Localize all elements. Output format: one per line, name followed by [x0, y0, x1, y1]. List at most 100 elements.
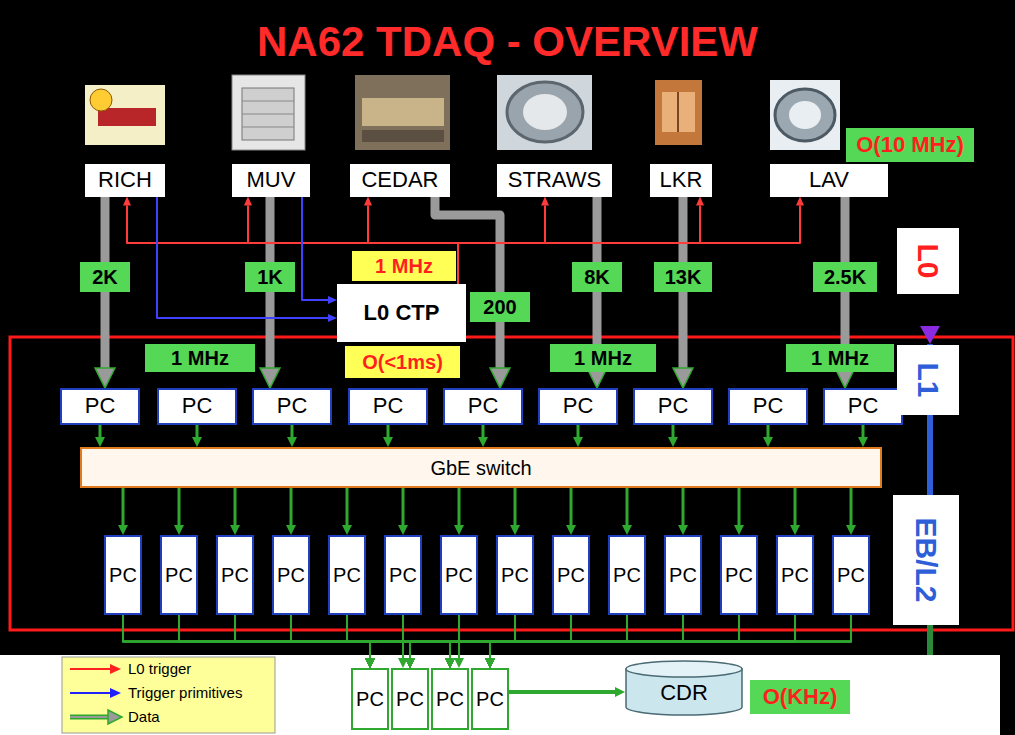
- node-label: PC: [182, 394, 213, 418]
- pc-box: PC: [832, 535, 870, 615]
- data-bus-link: [450, 615, 515, 658]
- rate-badge: 1 MHz: [786, 344, 894, 372]
- data-bus-link: [370, 615, 459, 658]
- region-frame: [10, 337, 1013, 630]
- data-bus-link: [370, 615, 627, 658]
- node-label: PC: [445, 564, 473, 586]
- stage-tag: L1: [897, 345, 959, 415]
- detector-box: CEDAR: [350, 164, 450, 197]
- data-bus-link: [235, 615, 370, 658]
- data-link: [738, 488, 741, 525]
- legend-text: Data: [128, 708, 160, 725]
- label-text: 1 MHz: [375, 255, 433, 278]
- data-bus-link: [410, 615, 627, 658]
- node-label: MUV: [247, 168, 296, 192]
- node-label: PC: [837, 564, 865, 586]
- edge-label: 200: [483, 296, 516, 319]
- node-label: CEDAR: [361, 168, 438, 192]
- data-bus-link: [123, 615, 370, 658]
- data-bus-link: [410, 615, 795, 658]
- data-link: [850, 488, 853, 525]
- data-link: [570, 488, 573, 525]
- legend-box: [62, 657, 275, 733]
- detector-box: LAV: [770, 164, 888, 197]
- stage-tag: EB/L2: [893, 495, 959, 625]
- data-bus-link: [291, 615, 410, 658]
- data-bus-link: [370, 615, 739, 658]
- node-label: PC: [658, 394, 689, 418]
- data-bus-link: [459, 615, 490, 658]
- data-bus-link: [235, 615, 490, 658]
- rate-badge: 2K: [80, 262, 130, 292]
- pc-box: PC: [776, 535, 814, 615]
- data-bus-link: [123, 615, 410, 658]
- data-bus-link: [410, 615, 851, 658]
- data-link: [387, 425, 390, 437]
- switch-box: GbE switch: [80, 447, 882, 488]
- pc-box: PC: [431, 668, 469, 730]
- data-link: [435, 197, 500, 369]
- data-bus-link: [403, 615, 490, 658]
- data-bus-link: [370, 615, 571, 658]
- data-link: [290, 488, 293, 525]
- data-bus-link: [450, 615, 571, 658]
- edge-label: 1K: [257, 266, 283, 289]
- data-bus-link: [347, 615, 410, 658]
- node-label: PC: [468, 394, 499, 418]
- rate-badge: 200: [470, 292, 530, 322]
- pc-box: PC: [823, 388, 903, 425]
- data-bus-link: [235, 615, 410, 658]
- detector-box: STRAWS: [497, 164, 612, 197]
- detector-box: LKR: [650, 164, 712, 197]
- data-bus-link: [410, 615, 515, 658]
- node-label: PC: [85, 394, 116, 418]
- data-link: [178, 488, 181, 525]
- node-label: PC: [753, 394, 784, 418]
- node-label: PC: [557, 564, 585, 586]
- data-link: [794, 488, 797, 525]
- pc-box: PC: [160, 535, 198, 615]
- data-bus-link: [410, 615, 459, 658]
- data-bus-link: [450, 615, 627, 658]
- rate-badge: O(<1ms): [345, 346, 460, 378]
- data-bus-link: [347, 615, 370, 658]
- rate-badge: 13K: [654, 262, 712, 292]
- primitive-link: [302, 197, 328, 301]
- data-link: [291, 425, 294, 437]
- data-link: [577, 425, 580, 437]
- data-link: [509, 690, 615, 694]
- data-bus-link: [490, 615, 739, 658]
- trigger-link: [458, 206, 545, 285]
- pc-box: PC: [104, 535, 142, 615]
- data-bus-link: [235, 615, 450, 658]
- legend-text: L0 trigger: [128, 660, 191, 677]
- rate-badge: 8K: [572, 262, 622, 292]
- node-label: LKR: [660, 168, 703, 192]
- data-link: [514, 488, 517, 525]
- data-link: [672, 425, 675, 437]
- node-label: PC: [277, 564, 305, 586]
- detector-box: RICH: [85, 164, 165, 197]
- data-link: [458, 488, 461, 525]
- data-bus-link: [490, 615, 795, 658]
- data-bus-link: [490, 615, 515, 658]
- cedar-picture: [355, 75, 450, 150]
- data-bus-link: [490, 615, 571, 658]
- node-label: PC: [436, 688, 464, 710]
- trigger-link: [458, 206, 800, 285]
- data-bus-link: [370, 615, 683, 658]
- data-bus-link: [450, 615, 739, 658]
- data-link: [862, 425, 865, 437]
- pc-box: PC: [496, 535, 534, 615]
- pc-box: PC: [552, 535, 590, 615]
- data-link: [234, 488, 237, 525]
- data-link: [196, 425, 199, 437]
- node-label: GbE switch: [430, 457, 531, 479]
- primitive-link: [157, 197, 328, 319]
- data-bus-link: [347, 615, 490, 658]
- diagram-title: NA62 TDAQ - OVERVIEW: [0, 18, 1015, 66]
- pc-box: PC: [384, 535, 422, 615]
- node-label: PC: [501, 564, 529, 586]
- pc-box: PC: [538, 388, 618, 425]
- data-bus-link: [291, 615, 490, 658]
